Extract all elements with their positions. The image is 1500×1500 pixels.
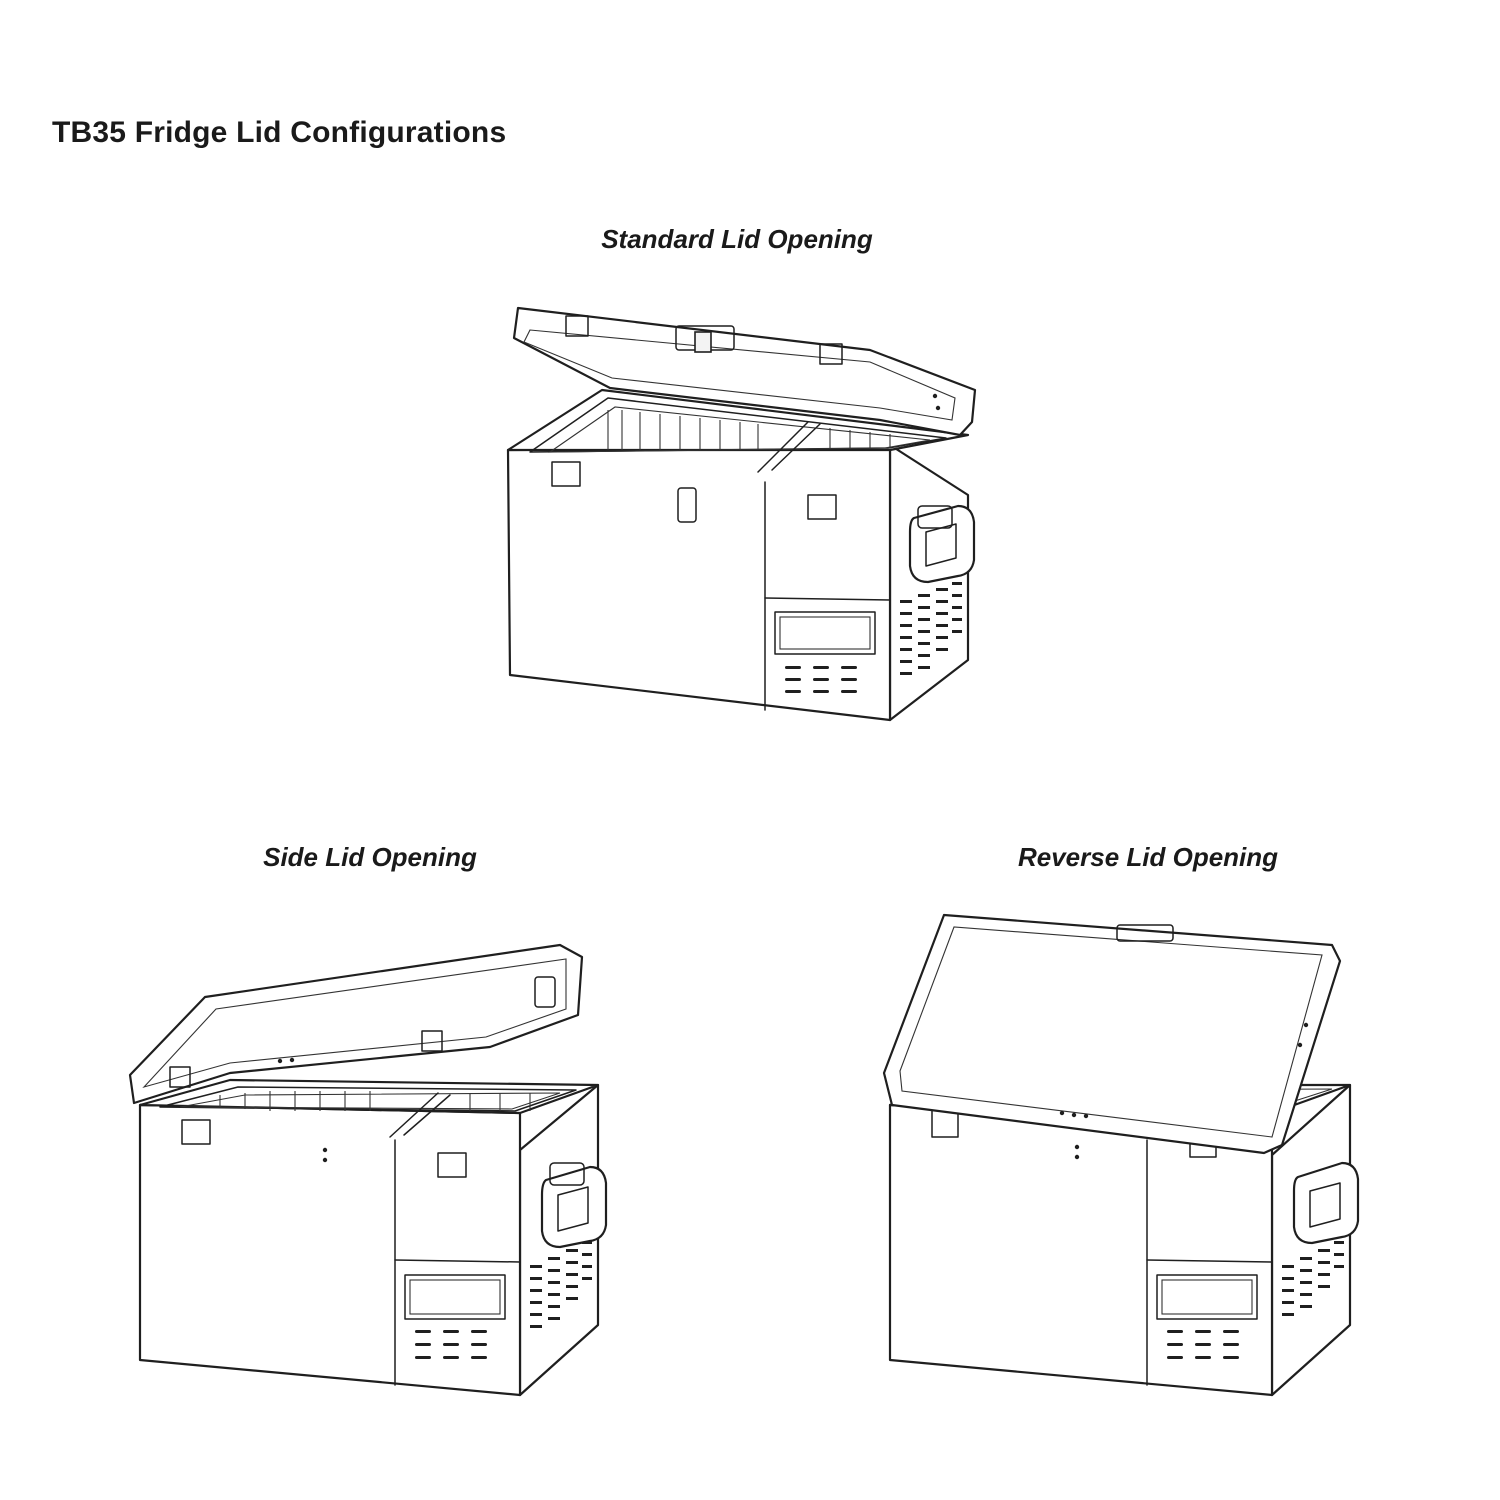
caption-reverse-lid-opening: Reverse Lid Opening <box>1017 842 1279 872</box>
fridge-body <box>506 388 976 722</box>
fridge-reverse-lid-drawing <box>882 913 1360 1397</box>
fridge-body <box>138 1078 608 1397</box>
fridge-side-lid-drawing <box>128 943 608 1397</box>
fridge-lid-standard <box>512 306 977 437</box>
fridge-standard-lid-drawing <box>506 306 977 722</box>
caption-side-lid-opening: Side Lid Opening <box>263 842 477 872</box>
fridge-lid-side <box>128 943 584 1105</box>
page-title: TB35 Fridge Lid Configurations <box>52 116 507 149</box>
caption-standard-lid-opening: Standard Lid Opening <box>601 224 873 254</box>
fridge-lid-reverse <box>882 913 1342 1155</box>
